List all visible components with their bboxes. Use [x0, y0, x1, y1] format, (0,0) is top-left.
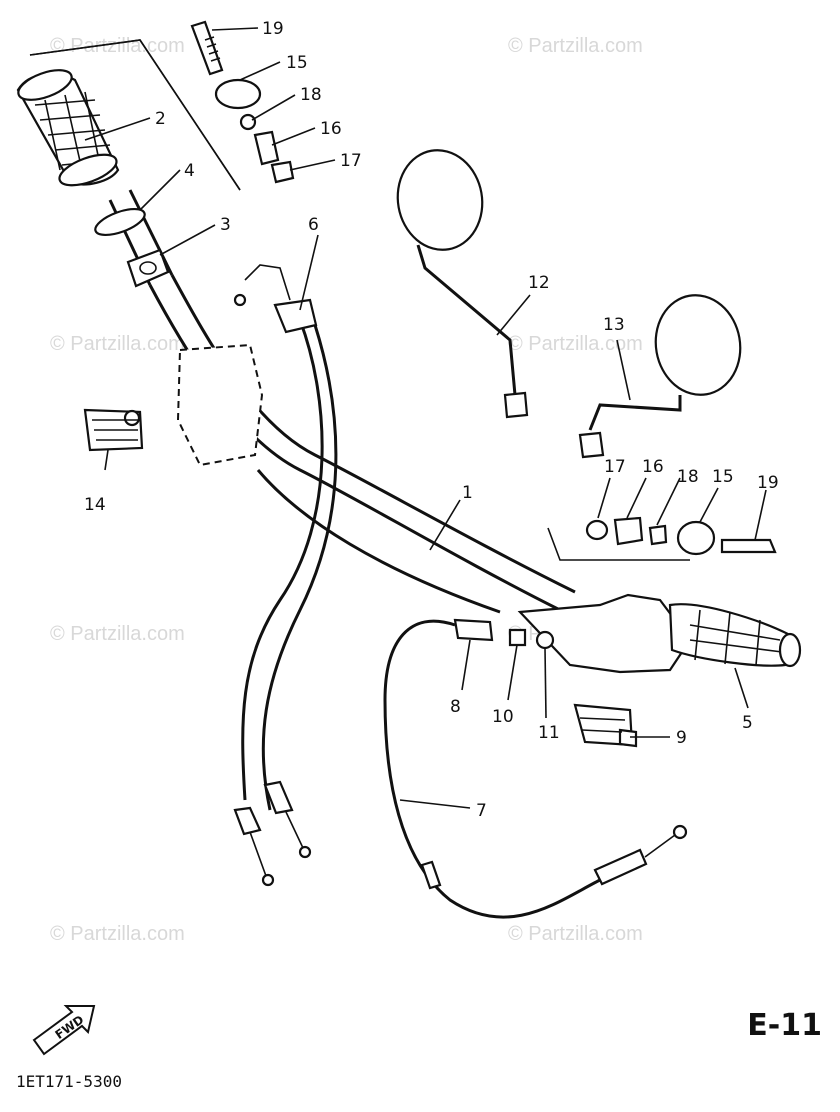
watermarks: © Partzilla.com © Partzilla.com © Partzi… — [50, 35, 643, 945]
callout-8: 8 — [450, 697, 461, 717]
callout-10: 10 — [492, 707, 514, 727]
spacer-4 — [94, 207, 146, 237]
switch-housing — [176, 343, 264, 467]
callout-15-right: 15 — [712, 467, 734, 487]
callout-15: 15 — [286, 53, 308, 73]
callout-5: 5 — [742, 713, 753, 733]
callout-6: 6 — [308, 215, 319, 235]
callouts: 19 15 18 16 17 2 4 3 6 12 13 14 1 17 16 … — [84, 19, 779, 821]
callout-1: 1 — [462, 483, 473, 503]
callout-3: 3 — [220, 215, 231, 235]
callout-16-right: 16 — [642, 457, 664, 477]
watermark: © Partzilla.com — [508, 35, 643, 57]
watermark: © Partzilla.com — [50, 35, 185, 57]
watermark: © Partzilla.com — [50, 923, 185, 945]
document-number: 1ET171-5300 — [16, 1072, 122, 1091]
callout-13: 13 — [603, 315, 625, 335]
fwd-arrow-icon: FWD — [32, 1005, 96, 1056]
callout-7: 7 — [476, 801, 487, 821]
callout-9: 9 — [676, 728, 687, 748]
callout-12: 12 — [528, 273, 550, 293]
clutch-lever-holder-14 — [83, 408, 144, 452]
callout-19-right: 19 — [757, 473, 779, 493]
callout-16: 16 — [320, 119, 342, 139]
callout-18: 18 — [300, 85, 322, 105]
callout-2: 2 — [155, 109, 166, 129]
right-hardware — [547, 516, 777, 561]
nut-10 — [508, 628, 527, 647]
page-code: E-11 — [747, 1008, 822, 1043]
watermark: © Partzilla.com — [508, 333, 643, 355]
watermark: © Partzilla.com — [50, 623, 185, 645]
callout-11: 11 — [538, 723, 560, 743]
callout-19: 19 — [262, 19, 284, 39]
leader-lines — [84, 27, 767, 809]
top-left-hardware — [190, 20, 295, 184]
left-grip — [16, 69, 120, 187]
callout-17-right: 17 — [604, 457, 626, 477]
callout-17: 17 — [340, 151, 362, 171]
callout-18-right: 18 — [677, 467, 699, 487]
bracket-3 — [126, 248, 170, 288]
watermark: © Partzilla.com — [508, 923, 643, 945]
bolt-11 — [535, 630, 555, 650]
mirror-13 — [578, 294, 742, 459]
clutch-cable-7 — [383, 619, 688, 919]
cable-adjuster-8 — [453, 618, 494, 642]
lever-holder-9 — [573, 703, 638, 748]
callout-4: 4 — [184, 161, 195, 181]
watermark: © Partzilla.com — [50, 333, 185, 355]
throttle-cables-6 — [233, 264, 338, 887]
mirror-12 — [396, 149, 529, 419]
callout-14: 14 — [84, 495, 106, 515]
throttle-assembly — [517, 593, 802, 674]
